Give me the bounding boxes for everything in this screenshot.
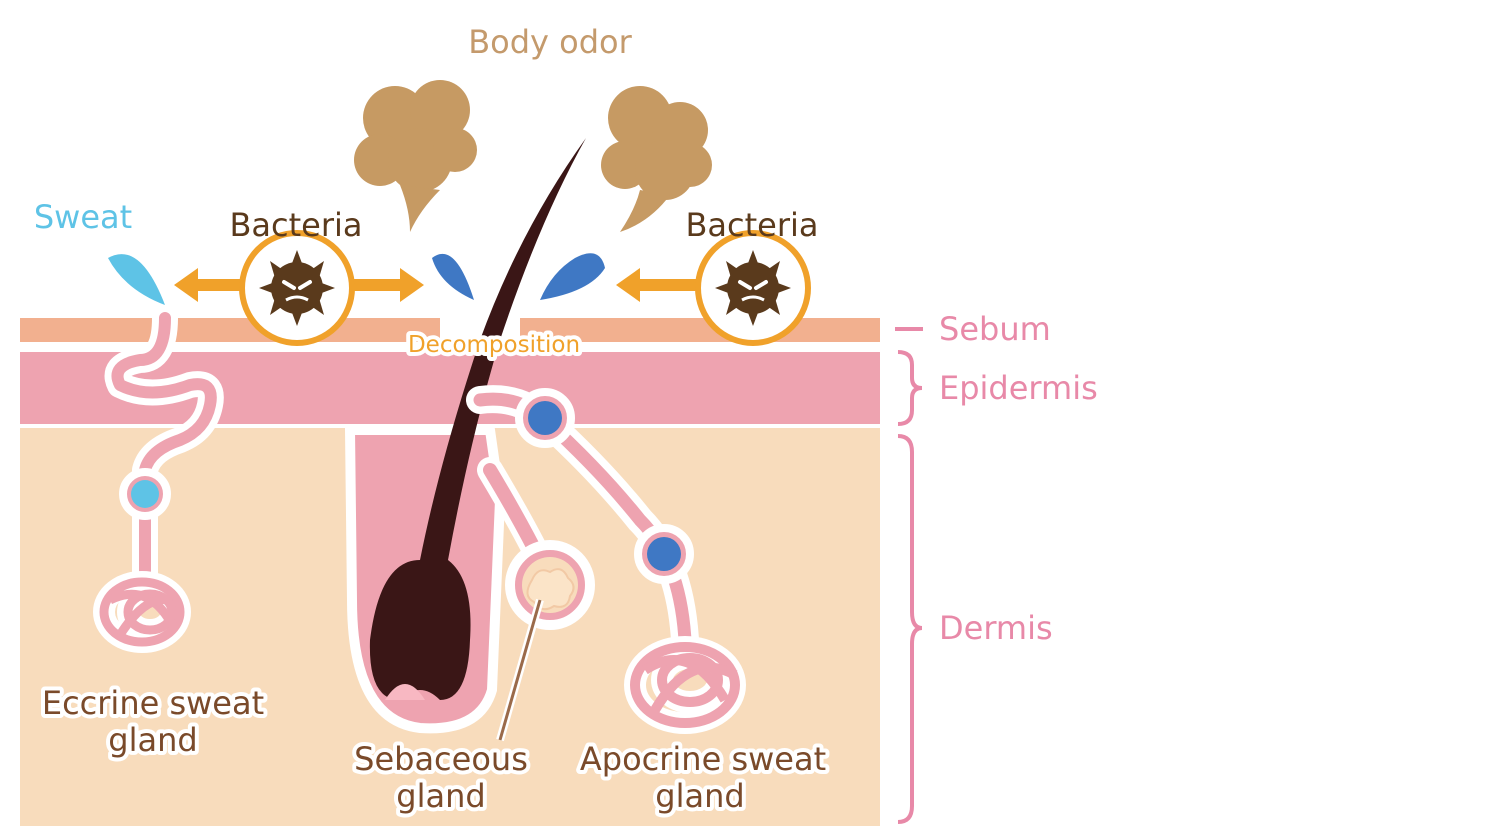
hair-shaft xyxy=(369,138,586,700)
eccrine-label-line2: gland xyxy=(108,721,197,759)
apocrine-bead-upper xyxy=(528,401,562,435)
eccrine-sweat-bead xyxy=(131,480,159,508)
sweat-drop-icon xyxy=(108,254,165,305)
epidermis-bracket xyxy=(897,350,923,426)
bacteria-label-right: Bacteria xyxy=(685,206,818,244)
apocrine-label-line1: Apocrine sweat xyxy=(580,740,826,778)
sebaceous-label-line1: Sebaceous xyxy=(354,740,528,778)
dermis-label: Dermis xyxy=(939,609,1053,647)
bacteria-icon xyxy=(239,230,355,346)
apocrine-label-line2: gland xyxy=(655,777,744,815)
odor-cloud-icon xyxy=(354,80,477,232)
epidermis-label: Epidermis xyxy=(939,369,1098,407)
body-odor-label: Body odor xyxy=(468,23,632,61)
sweat-drop-icon xyxy=(540,253,605,300)
sebum-label: Sebum xyxy=(939,310,1051,348)
sebaceous-label-line2: gland xyxy=(396,777,485,815)
decomposition-label: Decomposition xyxy=(408,332,580,358)
sweat-drop-icon xyxy=(432,253,474,300)
dermis-bracket xyxy=(897,434,923,824)
apocrine-bead-lower xyxy=(647,537,681,571)
odor-cloud-icon xyxy=(601,86,712,232)
sweat-label: Sweat xyxy=(34,198,132,236)
eccrine-gland-shape xyxy=(93,305,224,653)
arrow-icon xyxy=(174,268,698,302)
eccrine-label-line1: Eccrine sweat xyxy=(42,684,264,722)
apocrine-gland-shape xyxy=(466,385,746,734)
bacteria-label-left: Bacteria xyxy=(229,206,362,244)
bacteria-icon xyxy=(695,230,811,346)
